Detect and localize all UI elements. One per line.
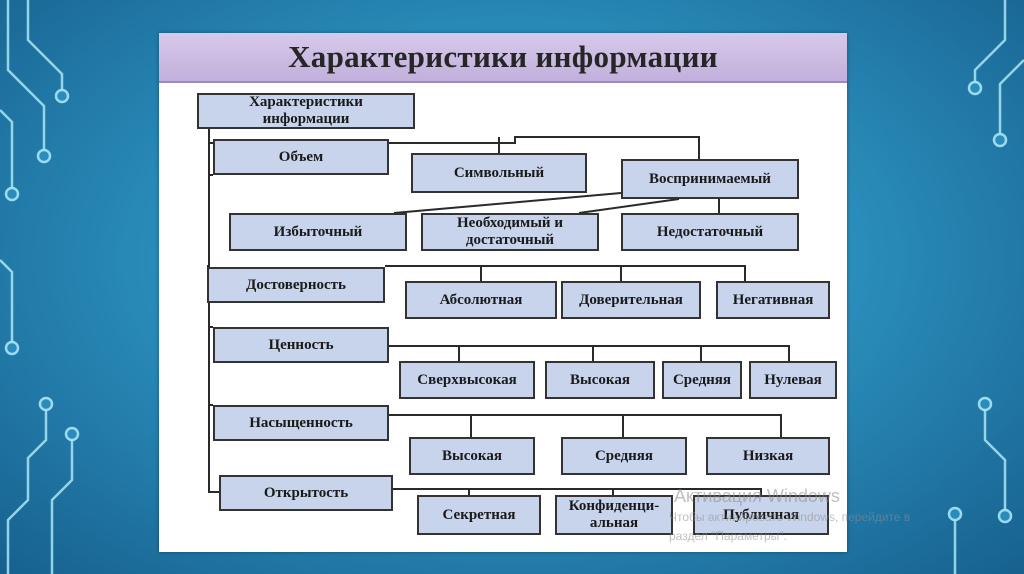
secret-node: Секретная: [417, 495, 541, 535]
very-high-node: Сверхвысокая: [399, 361, 535, 399]
title-bar: Характеристики информации: [159, 33, 847, 83]
sufficient-node: Необходимый и достаточный: [421, 213, 599, 251]
perceived-node: Воспринимаемый: [621, 159, 799, 199]
reliability-node: Достоверность: [207, 267, 385, 303]
low-saturation-node: Низкая: [706, 437, 830, 475]
absolute-node: Абсолютная: [405, 281, 557, 319]
value-node: Ценность: [213, 327, 389, 363]
high-value-node: Высокая: [545, 361, 655, 399]
confidential-node: Конфиденци- альная: [555, 495, 673, 535]
insufficient-node: Недостаточный: [621, 213, 799, 251]
volume-node: Объем: [213, 139, 389, 175]
slide-title: Характеристики информации: [288, 39, 718, 74]
activation-watermark-title: Активация Windows: [674, 486, 840, 506]
activation-watermark-link: раздел "Параметры".: [669, 529, 787, 543]
activation-watermark-text: Чтобы активировать Windows, перейдите в: [669, 510, 911, 524]
medium-value-node: Средняя: [662, 361, 742, 399]
trusted-node: Доверительная: [561, 281, 701, 319]
slide-content: Характеристики информации: [159, 33, 847, 552]
negative-node: Негативная: [716, 281, 830, 319]
zero-value-node: Нулевая: [749, 361, 837, 399]
connector-lines: [207, 127, 790, 495]
redundant-node: Избыточный: [229, 213, 407, 251]
symbolic-node: Символьный: [411, 153, 587, 193]
medium-saturation-node: Средняя: [561, 437, 687, 475]
root-node: Характеристики информации: [197, 93, 415, 129]
openness-node: Открытость: [219, 475, 393, 511]
high-saturation-node: Высокая: [409, 437, 535, 475]
public-node: Публичная: [693, 495, 829, 535]
saturation-node: Насыщенность: [213, 405, 389, 441]
